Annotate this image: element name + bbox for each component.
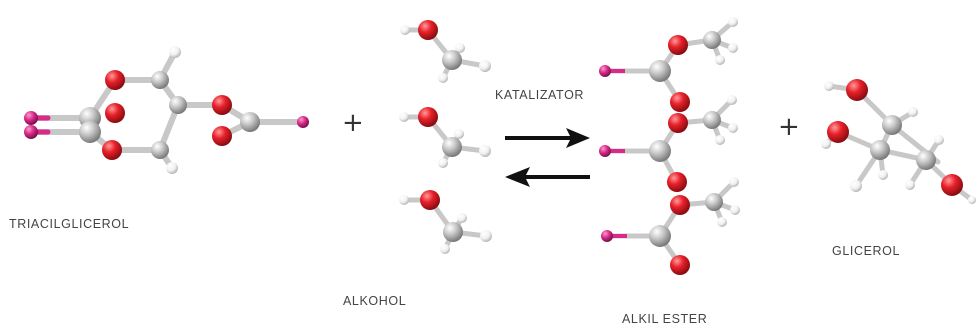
glycerol-label: GLICEROL — [832, 244, 901, 258]
alcohol-molecule-3 — [399, 190, 492, 254]
alcohol-label: ALKOHOL — [343, 294, 407, 308]
equilibrium-arrows — [505, 128, 590, 187]
ester-molecule-3 — [601, 177, 740, 275]
ester-molecule-2 — [599, 95, 738, 192]
alcohol-molecule-1 — [400, 20, 491, 83]
triacylglycerol-molecule — [24, 46, 309, 174]
triacylglycerol-label: TRIACILGLICEROL — [9, 217, 130, 231]
plus-sign-2: + — [778, 112, 800, 142]
plus-sign-1: + — [342, 108, 364, 138]
glycerol-molecule — [821, 79, 976, 204]
alkyl-ester-label: ALKIL ESTER — [622, 312, 708, 326]
ester-molecule-1 — [599, 17, 738, 112]
reverse-arrow-head — [505, 167, 530, 187]
alcohol-molecule-2 — [399, 107, 491, 168]
forward-arrow-head — [566, 128, 590, 148]
catalyst-label: KATALIZATOR — [495, 88, 585, 102]
